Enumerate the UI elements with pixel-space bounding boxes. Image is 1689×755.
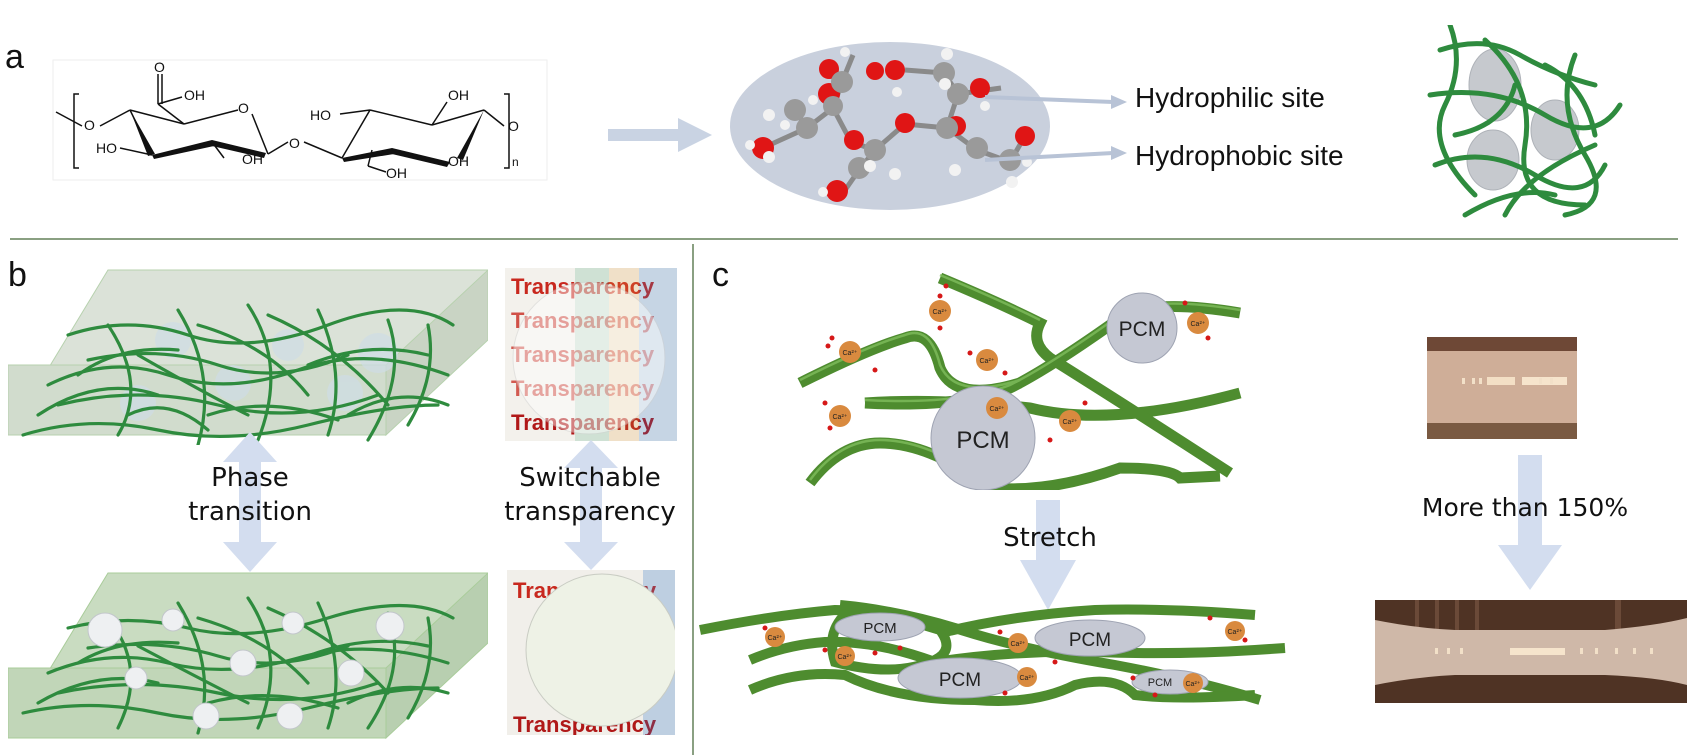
ion-label: Ca²⁺ [843,350,858,357]
ion-label: Ca²⁺ [980,358,995,365]
hydrophobic-site-label: Hydrophobic site [1135,140,1344,171]
calcium-ion [1187,312,1209,334]
atom-label: OH [386,165,407,181]
ion-label: Ca²⁺ [1020,675,1035,682]
panel-a-label: a [5,38,24,76]
down-arrow-icon [1498,455,1562,590]
pcm-bead [834,612,926,642]
ion-label: Ca²⁺ [1011,641,1026,648]
transparent-film-photo: Transparency Transparency Transparency T… [505,268,677,441]
ion-label: Ca²⁺ [933,309,948,316]
calcium-ion [986,397,1008,419]
caption-line: transparency [504,496,676,527]
calcium-ion [1225,621,1245,641]
down-arrow-icon [1020,500,1076,610]
pcm-bead [1034,619,1146,657]
atom-label: O [508,118,519,134]
calcium-ion [1059,410,1081,432]
double-arrow-icon [223,432,277,572]
calcium-ion [1008,633,1028,653]
elongation-label: More than 150% [1421,493,1629,522]
photo-word: Transparency [511,376,655,401]
calcium-ion [839,341,861,363]
ion-label: Ca²⁺ [1186,681,1201,688]
caption-line: Switchable [519,463,661,493]
hydrophilic-site-label: Hydrophilic site [1135,82,1325,113]
pcm-label: PCM [939,670,981,691]
opaque-film-photo: Transparency Transparency [507,570,675,735]
ion-label: Ca²⁺ [990,406,1005,413]
photo-word: Transparency [511,274,655,299]
calcium-ion [1183,673,1203,693]
atom-label: OH [448,153,469,169]
ion-label: Ca²⁺ [833,414,848,421]
caption-line: transition [188,496,312,527]
atom-label: HO [96,140,117,156]
ion-label: Ca²⁺ [1063,419,1078,426]
pcm-label: PCM [1148,677,1172,689]
atom-label: O [289,135,300,151]
calcium-ion [829,405,851,427]
hydrogel-slab-transparent [8,269,488,445]
specimen-photo-stretched [1375,600,1687,703]
stretch-label: Stretch [1003,523,1097,553]
panel-divider-vertical [692,244,694,755]
pcm-label: PCM [956,427,1009,454]
atom-label: O [84,117,95,133]
hydrophilic-pointer-arrow [985,95,1127,162]
atom-label: OH [448,87,469,103]
ion-label: Ca²⁺ [768,635,783,642]
pcm-label: PCM [863,620,896,637]
photo-word: Transparency [511,410,655,435]
calcium-ion [929,300,951,322]
switchable-transparency-caption: Switchable transparency [495,462,685,530]
caption-line: Phase [211,463,289,493]
right-arrow-icon [608,118,712,152]
crosslinked-network-stretched: PCM PCM PCM PCM Ca²⁺ Ca²⁺ Ca²⁺ Ca²⁺ Ca²⁺… [699,600,1286,706]
pcm-bead [1106,292,1178,364]
pcm-label: PCM [1119,318,1166,341]
panel-c-label: c [712,256,729,294]
ion-label: Ca²⁺ [1228,629,1243,636]
ion-label: Ca²⁺ [838,654,853,661]
calcium-ion [976,349,998,371]
hyaluronic-structure-diagram: O O OH O HO OH O HO OH OH OH O n [52,59,548,181]
panel-b-label: b [8,256,27,294]
crosslinked-network-relaxed: PCM PCM Ca²⁺ Ca²⁺ Ca²⁺ Ca²⁺ Ca²⁺ Ca²⁺ Ca… [797,272,1242,490]
ball-and-stick-molecule [730,42,1050,210]
calcium-ion [765,627,785,647]
repeat-subscript: n [512,155,519,169]
atom-label: O [154,59,165,75]
hydrogel-slab-opaque [8,572,488,740]
phase-transition-caption: Phase transition [160,462,340,530]
specimen-photo-unstretched [1427,337,1577,439]
atom-label: OH [242,151,263,167]
calcium-ion [835,646,855,666]
pcm-bead [930,385,1036,490]
atom-label: HO [310,107,331,123]
photo-word: Transparency [511,308,655,333]
double-arrow-icon [564,440,618,570]
atom-label: OH [184,87,205,103]
fiber-network-with-pcm [1427,25,1623,218]
pcm-label: PCM [1069,630,1111,651]
panel-divider-horizontal [10,238,1678,240]
ion-label: Ca²⁺ [1191,321,1206,328]
calcium-ion [1017,667,1037,687]
atom-label: O [238,100,249,116]
photo-word: Transparency [511,342,655,367]
